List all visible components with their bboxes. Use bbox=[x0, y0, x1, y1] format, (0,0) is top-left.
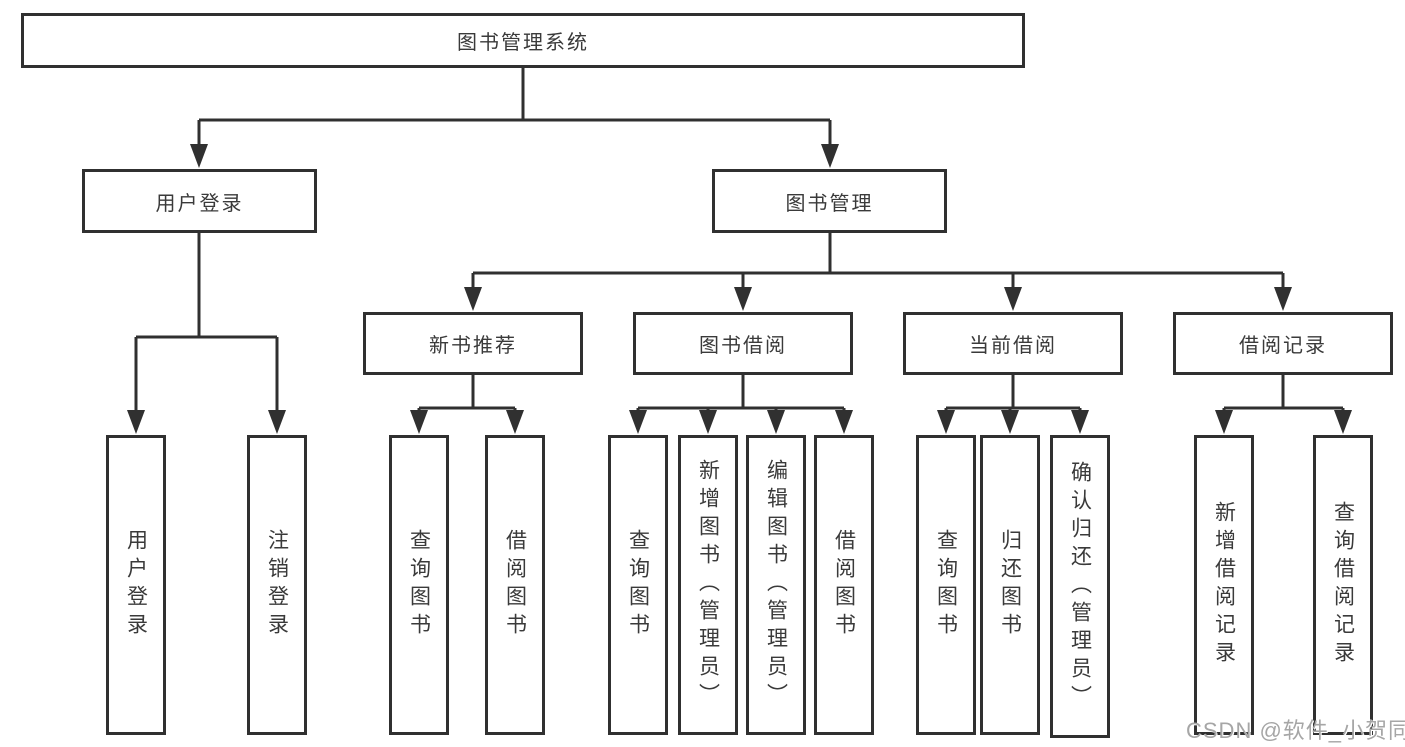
node-label: 查询图书 bbox=[934, 529, 958, 641]
leaf-query-books: 查询图书 bbox=[389, 435, 449, 735]
leaf-borrow-books: 借阅图书 bbox=[485, 435, 545, 735]
node-label: 用户登录 bbox=[155, 192, 244, 215]
leaf-query-borrow-record: 查询借阅记录 bbox=[1313, 435, 1373, 735]
node-label: 注销登录 bbox=[265, 529, 289, 641]
node-label: 编辑图书（管理员） bbox=[764, 459, 788, 711]
node-book-management: 图书管理 bbox=[712, 169, 947, 233]
leaf-add-book-admin: 新增图书（管理员） bbox=[678, 435, 738, 735]
node-user-login: 用户登录 bbox=[82, 169, 317, 233]
csdn-watermark: CSDN @软件_小贺同学 bbox=[1186, 718, 1405, 743]
node-book-borrowing: 图书借阅 bbox=[633, 312, 853, 375]
node-label: 借阅记录 bbox=[1239, 335, 1327, 357]
node-label: 新增借阅记录 bbox=[1212, 501, 1236, 669]
node-label: 确认归还（管理员） bbox=[1068, 460, 1092, 713]
node-label: 当前借阅 bbox=[969, 335, 1057, 357]
node-library-system: 图书管理系统 bbox=[21, 13, 1025, 68]
node-label: 借阅图书 bbox=[503, 529, 527, 641]
leaf-return-books: 归还图书 bbox=[980, 435, 1040, 735]
node-label: 查询借阅记录 bbox=[1331, 501, 1355, 669]
node-label: 借阅图书 bbox=[832, 529, 856, 641]
leaf-borrow-books: 借阅图书 bbox=[814, 435, 874, 735]
node-label: 新书推荐 bbox=[429, 335, 517, 357]
leaf-logout: 注销登录 bbox=[247, 435, 307, 735]
leaf-query-books: 查询图书 bbox=[916, 435, 976, 735]
node-current-borrowing: 当前借阅 bbox=[903, 312, 1123, 375]
node-label: 归还图书 bbox=[998, 529, 1022, 641]
node-label: 图书管理 bbox=[785, 192, 874, 215]
leaf-user-login: 用户登录 bbox=[106, 435, 166, 735]
leaf-confirm-return-admin: 确认归还（管理员） bbox=[1050, 435, 1110, 738]
node-new-book-recommend: 新书推荐 bbox=[363, 312, 583, 375]
leaf-add-borrow-record: 新增借阅记录 bbox=[1194, 435, 1254, 735]
node-label: 图书管理系统 bbox=[457, 32, 589, 54]
node-label: 图书借阅 bbox=[699, 335, 787, 357]
node-borrowing-records: 借阅记录 bbox=[1173, 312, 1393, 375]
node-label: 查询图书 bbox=[626, 529, 650, 641]
node-label: 查询图书 bbox=[407, 529, 431, 641]
node-label: 用户登录 bbox=[124, 529, 148, 641]
node-label: 新增图书（管理员） bbox=[696, 459, 720, 711]
leaf-query-books: 查询图书 bbox=[608, 435, 668, 735]
leaf-edit-book-admin: 编辑图书（管理员） bbox=[746, 435, 806, 735]
